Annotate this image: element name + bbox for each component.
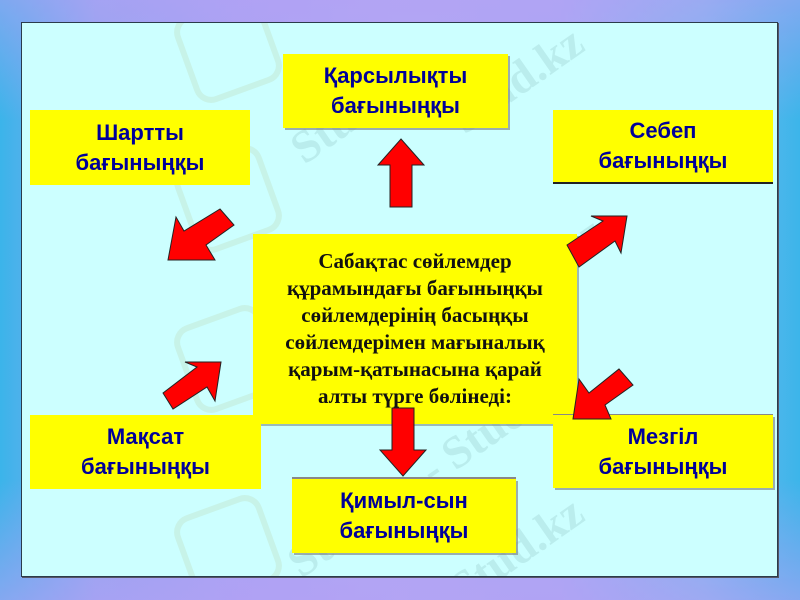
center-line: алты түрге бөлінеді: [318,384,512,408]
node-mezgil: Мезгіл бағыныңқы [553,415,773,488]
node-label-line2: бағыныңқы [598,453,728,479]
node-label-line2: бағыныңқы [75,149,205,175]
node-label-line2: бағыныңқы [331,93,460,118]
arrow-up-icon [376,138,426,208]
node-maqsat: Мақсат бағыныңқы [30,415,261,489]
arrow-down-icon [378,407,428,477]
center-line: Сабақтас сөйлемдер [318,249,512,273]
node-label-line1: Мезгіл [627,423,699,449]
arrow-down-left-icon [572,368,634,420]
node-label-line1: Себеп [629,118,697,143]
center-line: сөйлемдерінің басыңқы [301,303,529,327]
node-label-line1: Шартты [96,119,184,145]
node-sebep: Себеп бағыныңқы [553,110,773,182]
arrow-up-right-icon [566,215,628,268]
node-label-line1: Мақсат [106,424,185,449]
diagram-panel: Stud.kz Stud.kz Stud.kz Stud.kz - Stud.k… [21,22,778,577]
watermark-logo-icon [169,23,287,108]
center-line: құрамындағы бағыныңқы [287,276,543,300]
node-label-line1: Қарсылықты [323,63,468,88]
node-label-line2: бағыныңқы [598,148,728,173]
arrow-up-right-icon [162,361,222,410]
node-label-line1: Қимыл-сын [340,488,468,513]
node-sharty: Шартты бағыныңқы [30,110,250,185]
watermark-logo-icon [169,490,287,576]
center-description: Сабақтас сөйлемдер құрамындағы бағыныңқы… [253,234,577,424]
node-qimyl-syn: Қимыл-сын бағыныңқы [292,479,516,553]
node-label-line2: бағыныңқы [81,454,210,479]
center-line: сөйлемдерімен мағыналық [285,330,545,354]
node-qarsylyqty: Қарсылықты бағыныңқы [283,54,508,128]
arrow-down-left-icon [167,208,235,261]
node-label-line2: бағыныңқы [339,518,469,543]
center-line: қарым-қатынасына қарай [288,357,542,381]
